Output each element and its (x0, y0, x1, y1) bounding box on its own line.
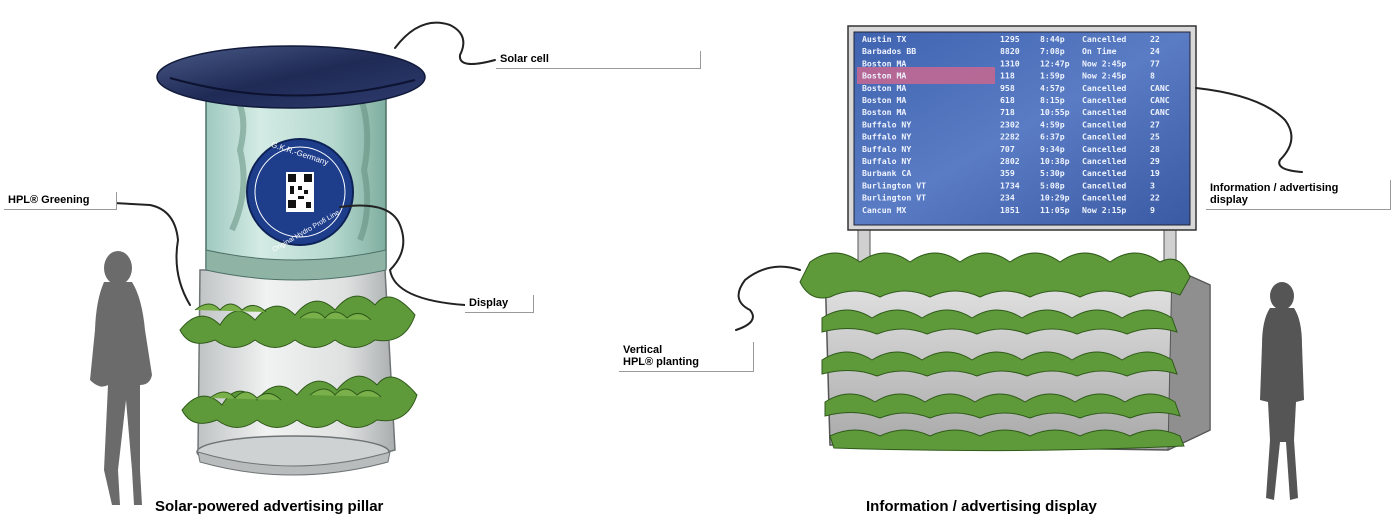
person-silhouette-left (90, 251, 152, 505)
label-display: Display (465, 295, 534, 313)
leader-lines-right (735, 87, 1303, 331)
pillar-greenery (179, 295, 418, 428)
board-cell: 77 (1150, 58, 1160, 68)
board-cell: 234 (1000, 193, 1015, 203)
board-cell: On Time (1082, 46, 1117, 56)
board-cell: 10:38p (1040, 156, 1070, 166)
board-cell: Cancelled (1082, 168, 1126, 178)
board-cell: Austin TX (862, 34, 906, 44)
board-cell: 4:59p (1040, 119, 1065, 129)
label-info-display: Information / advertising display (1206, 180, 1391, 210)
label-vertical-planting-line2: HPL® planting (623, 356, 699, 368)
board-cell: Cancelled (1082, 156, 1126, 166)
board-cell: Buffalo NY (862, 156, 911, 166)
label-info-display-line2: display (1210, 194, 1248, 206)
board-cell: Boston MA (862, 95, 906, 105)
board-cell: 4:57p (1040, 83, 1065, 93)
board-cell: 11:05p (1040, 205, 1070, 215)
board-cell: 7:08p (1040, 46, 1065, 56)
board-cell: 8 (1150, 71, 1155, 81)
board-cell: 1851 (1000, 205, 1020, 215)
board-cell: Burbank CA (862, 168, 911, 178)
board-cell: 8:44p (1040, 34, 1065, 44)
board-cell: 9 (1150, 205, 1155, 215)
badge-logo (246, 138, 354, 246)
board-cell: 29 (1150, 156, 1160, 166)
board-cell: 1295 (1000, 34, 1020, 44)
board-cell: 22 (1150, 34, 1160, 44)
board-cell: 28 (1150, 144, 1160, 154)
board-cell: 12:47p (1040, 58, 1070, 68)
board-cell: Buffalo NY (862, 119, 911, 129)
board-cell: 9:34p (1040, 144, 1065, 154)
board-cell: 10:55p (1040, 107, 1070, 117)
board-cell: CANC (1150, 95, 1170, 105)
board-cell: Barbados BB (862, 46, 916, 56)
label-vertical-planting: Vertical HPL® planting (619, 342, 754, 372)
board-cell: Boston MA (862, 58, 906, 68)
board-cell: 718 (1000, 107, 1015, 117)
board-cell: Boston MA (862, 107, 906, 117)
board-cell: 958 (1000, 83, 1015, 93)
board-cell: Now 2:15p (1082, 205, 1126, 215)
board-cell: Cancelled (1082, 95, 1126, 105)
board-cell: 22 (1150, 193, 1160, 203)
board-cell: 25 (1150, 132, 1160, 142)
board-cell: 6:37p (1040, 132, 1065, 142)
board-cell: Buffalo NY (862, 132, 911, 142)
board-cell: Now 2:45p (1082, 58, 1126, 68)
board-cell: 8820 (1000, 46, 1020, 56)
board-cell: Cancelled (1082, 132, 1126, 142)
board-cell: Cancelled (1082, 83, 1126, 93)
board-cell: Boston MA (862, 83, 906, 93)
board-cell: Boston MA (862, 71, 906, 81)
board-cell: Burlington VT (862, 193, 926, 203)
board-cell: 27 (1150, 119, 1160, 129)
person-silhouette-right (1260, 282, 1304, 500)
board-cell: 1:59p (1040, 71, 1065, 81)
label-info-display-line1: Information / advertising (1210, 182, 1339, 194)
board-cell: 5:30p (1040, 168, 1065, 178)
board-cell: 618 (1000, 95, 1015, 105)
label-solar-cell: Solar cell (496, 51, 701, 69)
board-cell: 24 (1150, 46, 1160, 56)
board-cell: 118 (1000, 71, 1015, 81)
board-cell: 2282 (1000, 132, 1020, 142)
board-cell: CANC (1150, 83, 1170, 93)
board-cell: Cancun MX (862, 205, 906, 215)
info-board (847, 25, 1197, 231)
board-cell: 359 (1000, 168, 1015, 178)
board-cell: CANC (1150, 107, 1170, 117)
board-cell: Cancelled (1082, 107, 1126, 117)
board-cell: Buffalo NY (862, 144, 911, 154)
board-cell: Cancelled (1082, 180, 1126, 190)
board-cell: 5:08p (1040, 180, 1065, 190)
caption-pillar: Solar-powered advertising pillar (155, 498, 384, 515)
board-cell: 1734 (1000, 180, 1020, 190)
board-cell: 707 (1000, 144, 1015, 154)
board-cell: 2802 (1000, 156, 1020, 166)
board-cell: Cancelled (1082, 119, 1126, 129)
planter-greenery (799, 252, 1191, 452)
board-cell: 10:29p (1040, 193, 1070, 203)
label-vertical-planting-line1: Vertical (623, 344, 663, 356)
caption-info-display: Information / advertising display (866, 498, 1097, 515)
board-cell: Cancelled (1082, 144, 1126, 154)
label-hpl-greening: HPL® Greening (4, 192, 117, 210)
board-cell: 1310 (1000, 58, 1020, 68)
board-cell: Cancelled (1082, 193, 1126, 203)
board-cell: Cancelled (1082, 34, 1126, 44)
leader-lines-left (94, 21, 496, 306)
solar-cell-disc (156, 45, 426, 109)
board-cell: Now 2:45p (1082, 71, 1126, 81)
board-cell: 19 (1150, 168, 1160, 178)
board-cell: 8:15p (1040, 95, 1065, 105)
board-cell: 2302 (1000, 119, 1020, 129)
board-cell: 3 (1150, 180, 1155, 190)
board-cell: Burlington VT (862, 180, 926, 190)
